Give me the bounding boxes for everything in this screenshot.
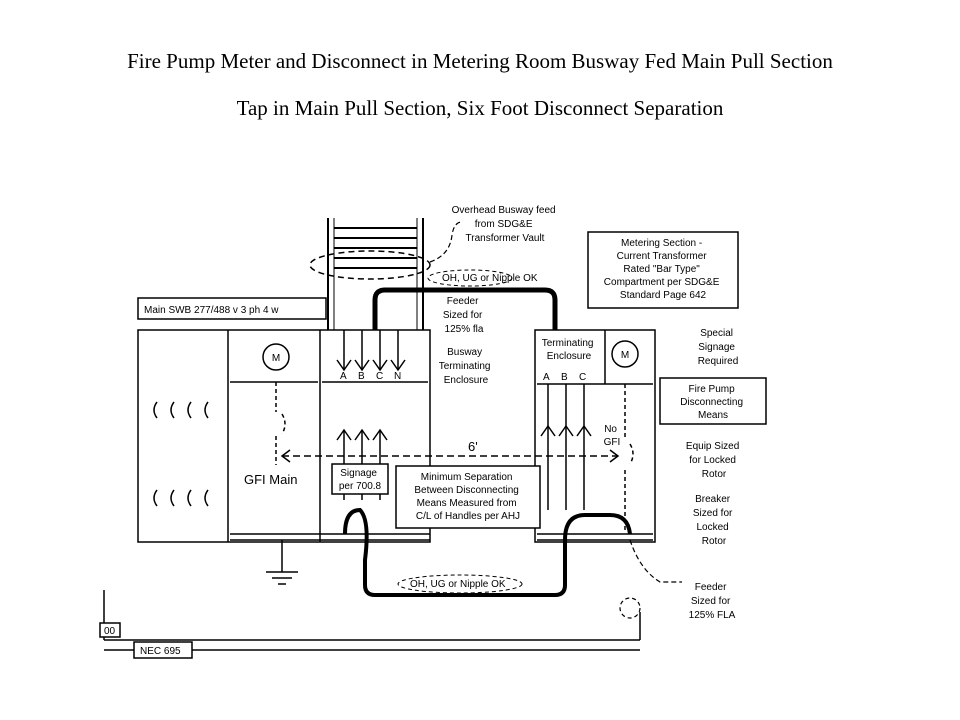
signage-label: Signage per 700.8: [339, 468, 382, 492]
phase-labels-right: A B C: [543, 372, 586, 383]
lower-left-leads: [103, 590, 641, 641]
oh-ug-bottom-label: OH, UG or Nipple OK: [410, 579, 506, 590]
main-swb-label: Main SWB 277/488 v 3 ph 4 w: [144, 305, 279, 316]
phase-labels-left: A B C N: [340, 371, 401, 382]
fire-pump-disconnecting-label: Fire Pump Disconnecting Means: [680, 384, 746, 421]
ground-symbol: [266, 540, 298, 585]
left-section-contacts: [153, 401, 209, 507]
top-conduit-dashed-ellipse: [427, 269, 513, 287]
no-gfi-label: No GFI: [604, 424, 621, 448]
fire-pump-disconnecting-box: [659, 377, 767, 425]
busway-dashed-ellipse: [309, 250, 431, 280]
feeder-top-label: Feeder Sized for 125% fla: [443, 296, 485, 335]
overhead-busway-label: Overhead Busway feed from SDG&E Transfor…: [452, 205, 559, 244]
equip-sized-label: Equip Sized for Locked Rotor: [686, 441, 742, 480]
feeder-bottom-callout-line: [629, 539, 682, 583]
minimum-separation-box: [395, 465, 541, 529]
title-line-1: Fire Pump Meter and Disconnect in Meteri…: [127, 49, 833, 73]
special-signage-label: Special Signage Required: [698, 328, 739, 367]
breaker-sized-label: Breaker Sized for Locked Rotor: [693, 494, 735, 547]
feeder-bottom-label: Feeder Sized for 125% FLA: [689, 582, 736, 621]
overhead-busway-ladder: [327, 218, 424, 330]
signage-box: [331, 463, 389, 495]
meter-symbol-left-label: M: [272, 353, 280, 364]
metering-section-box: [587, 231, 739, 309]
minimum-separation-label: Minimum Separation Between Disconnecting…: [414, 472, 521, 522]
partial-box: [99, 622, 121, 638]
gfi-main-label: GFI Main: [244, 472, 297, 487]
partial-box-label: 00: [104, 626, 116, 637]
terminating-enclosure-label: Terminating Enclosure: [542, 338, 596, 362]
meter-symbol-right-label: M: [621, 350, 629, 361]
meter-symbol-left: [262, 343, 290, 371]
bottom-feeder-conduit: [343, 507, 632, 597]
bottom-conduit-dashed-ellipse: [397, 574, 523, 594]
overhead-callout-line: [429, 221, 463, 263]
busway-terminating-label: Busway Terminating Enclosure: [439, 347, 493, 386]
feeder-bottom-dashed-ellipse: [619, 597, 641, 619]
gfi-main-breaker: [275, 382, 286, 465]
meter-symbol-right: [611, 340, 639, 368]
right-phase-arrows: [540, 384, 592, 510]
top-feeder-conduit: [372, 287, 558, 330]
nec-695-label: NEC 695: [140, 646, 181, 657]
metering-section-label: Metering Section - Current Transformer R…: [604, 238, 722, 301]
main-swb-label-box: [137, 297, 327, 320]
no-gfi-breaker: [624, 384, 634, 532]
oh-ug-top-label: OH, UG or Nipple OK: [442, 273, 538, 284]
six-ft-label: 6': [468, 439, 478, 454]
switchboard-outline: [137, 329, 656, 543]
title-line-2: Tap in Main Pull Section, Six Foot Disco…: [236, 96, 724, 120]
